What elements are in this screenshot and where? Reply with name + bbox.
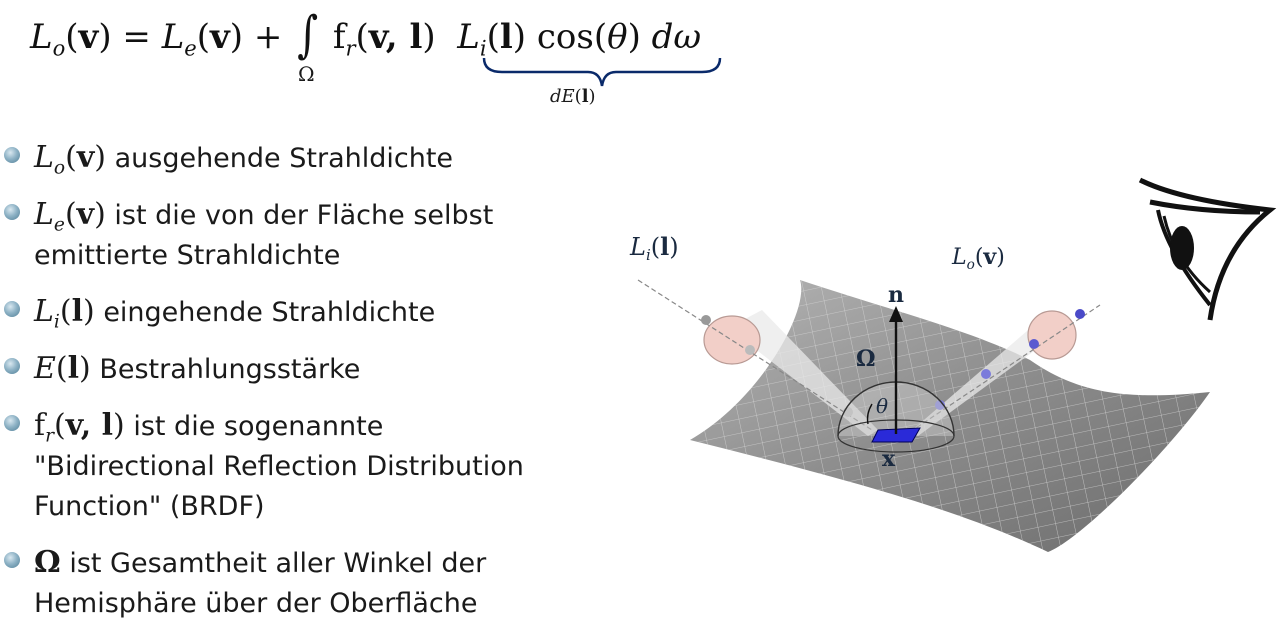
bullet-argument: v (76, 140, 95, 175)
bullet-argument: v (76, 197, 95, 232)
bullet-text: Bestrahlungsstärke (99, 354, 361, 385)
list-item: Li(l) eingehende Strahldichte (0, 292, 600, 333)
list-item: Lo(v) ausgehende Strahldichte (0, 138, 600, 179)
rendering-equation: Lo(v) = Le(v) + ∫ fr(v, l) Li(l) cos(θ) … (30, 6, 722, 118)
label-subscript: o (966, 256, 975, 273)
brdf-illustration: Li(l) Lo(v) n Ω θ x (610, 160, 1286, 580)
photon-icon (745, 345, 755, 355)
bullet-icon (4, 204, 20, 220)
fr-symbol: f (332, 17, 346, 57)
bullet-symbol: L (34, 197, 54, 232)
label-subscript: i (645, 246, 651, 265)
bullet-subscript: o (53, 157, 66, 179)
lo-subscript: o (52, 35, 66, 61)
fr-subscript: r (345, 35, 356, 61)
bullet-icon (4, 301, 20, 317)
bullet-text: ist die von der Fläche selbst (114, 200, 494, 231)
bullet-subscript: i (53, 311, 60, 333)
bullet-subscript: r (45, 425, 54, 447)
bullet-text: ist Gesamtheit aller Winkel der (69, 548, 487, 579)
bullet-symbol: f (34, 408, 46, 443)
li-symbol: L (457, 17, 480, 57)
normal-label: n (888, 282, 904, 308)
list-item: Ω ist Gesamtheit aller Winkel der Hemisp… (0, 543, 600, 624)
label-argument: l (660, 232, 670, 261)
incoming-radiance-label: Li(l) (630, 232, 679, 265)
de-argument: l (581, 86, 589, 107)
integral-domain: Ω (298, 62, 315, 86)
bullet-symbol: E (34, 351, 56, 386)
incoming-cone (637, 279, 878, 436)
fr-arguments: v, l (368, 17, 423, 57)
bullet-text-continued: Function" (BRDF) (34, 491, 265, 522)
bullet-text-continued: Hemisphäre über der Oberfläche (34, 588, 478, 619)
theta-label: θ (876, 394, 889, 418)
bullet-icon (4, 358, 20, 374)
bullet-text-continued: emittierte Strahldichte (34, 240, 341, 271)
photon-icon (701, 315, 711, 325)
le-symbol: L (161, 17, 185, 57)
surface-patch (871, 427, 921, 443)
photon-icon (935, 400, 945, 410)
bullet-argument: l (67, 351, 80, 386)
equation-line: Lo(v) = Le(v) + ∫ fr(v, l) Li(l) cos(θ) … (30, 6, 702, 64)
photon-icon (1075, 309, 1085, 319)
li-subscript: i (479, 35, 487, 61)
underbrace-label: dE(l) (550, 86, 596, 107)
integral-sign: ∫ (297, 6, 319, 64)
le-subscript: e (184, 35, 197, 61)
point-x-label: x (882, 446, 896, 472)
bullet-symbol: Ω (34, 545, 61, 580)
label-symbol: L (630, 233, 646, 261)
bullet-text: ist die sogenannte (133, 411, 384, 442)
bullet-subscript: e (53, 214, 65, 236)
solid-angle-label: Ω (856, 346, 876, 372)
domega-symbol: dω (651, 17, 702, 57)
bullet-text: eingehende Strahldichte (103, 297, 436, 328)
plus-sign: + (253, 17, 283, 57)
bullet-argument: v, l (65, 408, 113, 443)
brdf-diagram (637, 177, 1277, 552)
bullet-text: ausgehende Strahldichte (114, 143, 454, 174)
list-item: fr(v, l) ist die sogenannte "Bidirection… (0, 406, 600, 527)
outgoing-radiance-label: Lo(v) (952, 244, 1005, 273)
bullet-text-continued: "Bidirectional Reflection Distribution (34, 451, 524, 482)
list-item: E(l) Bestrahlungsstärke (0, 349, 600, 390)
v-vector: v (78, 17, 99, 57)
eye-icon (1138, 177, 1277, 321)
photon-icon (1029, 339, 1039, 349)
equals-sign: = (122, 17, 151, 57)
bullet-icon (4, 415, 20, 431)
cos-function: cos (536, 17, 594, 57)
underbrace (482, 57, 722, 87)
photon-icon (981, 369, 991, 379)
theta-symbol: θ (607, 17, 628, 57)
bullet-symbol: L (34, 140, 54, 175)
bullet-symbol: L (34, 294, 54, 329)
bullet-list: Lo(v) ausgehende Strahldichte Le(v) ist … (0, 138, 600, 640)
bullet-icon (4, 147, 20, 163)
de-symbol: dE (550, 86, 575, 107)
v-vector: v (210, 17, 230, 57)
label-argument: v (983, 244, 997, 270)
normal-arrow (889, 306, 903, 434)
lo-symbol: L (30, 17, 53, 57)
bullet-argument: l (71, 294, 83, 329)
list-item: Le(v) ist die von der Fläche selbst emit… (0, 195, 600, 276)
label-symbol: L (952, 245, 967, 270)
bullet-icon (4, 552, 20, 568)
outgoing-cone (909, 304, 1101, 436)
l-vector: l (499, 17, 513, 57)
